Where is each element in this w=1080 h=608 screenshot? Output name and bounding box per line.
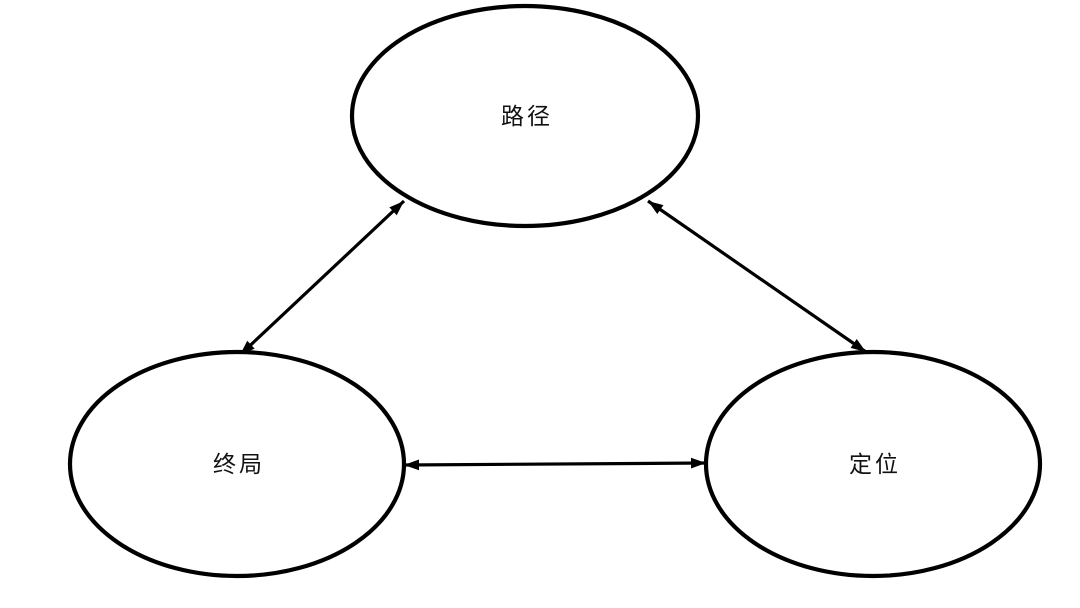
arrowhead-end-icon <box>690 457 706 469</box>
node-ellipse <box>703 349 1043 579</box>
arrowhead-end-icon <box>850 339 866 352</box>
arrowhead-start-icon <box>648 201 664 214</box>
node-label: 定位 <box>849 452 901 478</box>
edge-line <box>238 199 406 357</box>
node-label: 终局 <box>213 452 265 478</box>
node-ellipse <box>67 349 407 579</box>
edge-path-positioning[interactable] <box>647 199 867 354</box>
edge-line <box>647 199 867 354</box>
arrowhead-start-icon <box>404 459 420 471</box>
node-positioning[interactable]: 定位 <box>703 349 1043 579</box>
node-ellipse <box>349 3 701 229</box>
edge-endgame-positioning[interactable] <box>403 457 707 471</box>
edge-endgame-path[interactable] <box>238 199 406 357</box>
edge-line <box>403 461 707 467</box>
node-path[interactable]: 路径 <box>349 3 701 229</box>
arrowhead-end-icon <box>389 201 404 216</box>
node-endgame[interactable]: 终局 <box>67 349 407 579</box>
node-label: 路径 <box>501 104 553 130</box>
